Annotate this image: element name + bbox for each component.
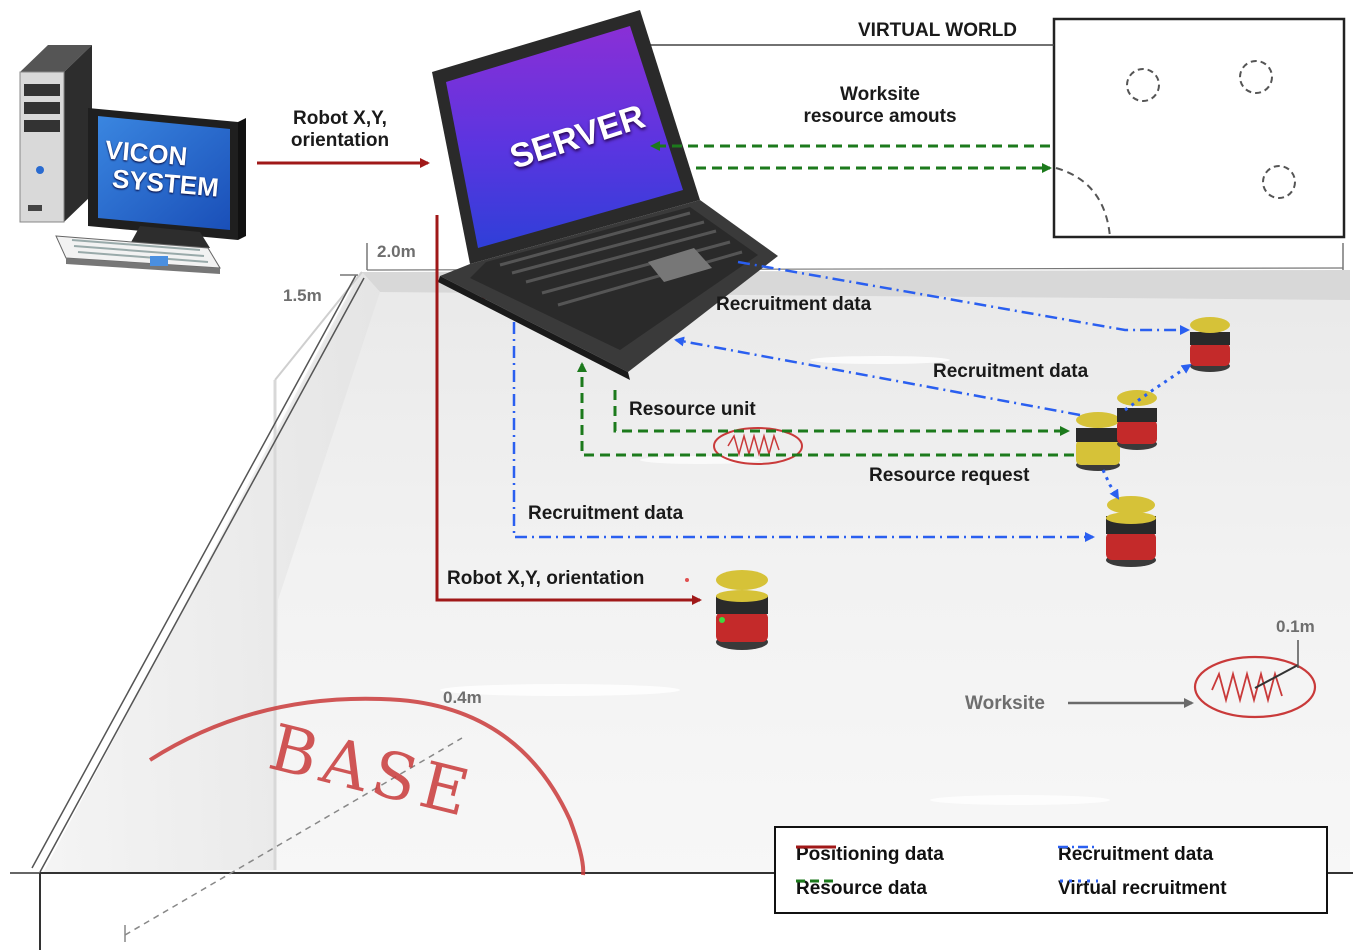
recruitment-arrow-to-robot-2 [512,322,1095,542]
vicon-computer [19,45,246,274]
worksite-amounts-label: Worksite resource amouts [770,84,990,128]
arena [10,243,1353,950]
worksite-amounts-label-line1: Worksite [840,84,920,105]
recruitment-arrow-to-robot-5 [737,260,1190,335]
width-dimension-label: 2.0m [377,242,416,261]
virtual-recruitment-arrow-down [1101,469,1120,500]
legend-swatch-positioning [796,845,836,849]
legend-item-resource: Resource data [796,878,927,900]
worksite-marker-small [713,427,803,465]
virtual-recruitment-arrow-up [1124,363,1192,412]
recruitment-arrow-to-server [674,336,1081,417]
legend-swatch-virtual-recruitment [1060,879,1098,883]
resource-request-label: Resource request [869,465,1030,486]
robot-4 [1117,390,1157,450]
depth-dimension-label: 1.5m [283,286,322,305]
legend-item-virtual-recruitment: Virtual recruitment [1058,878,1227,900]
resource-unit-arrow [613,390,1070,436]
robot-xy-label-bottom: Robot X,Y, orientation [447,568,645,589]
legend-label-virtual-recruitment: Virtual recruitment [1058,878,1227,899]
legend-item-recruitment: Recruitment data [1058,844,1213,866]
arena-floor [42,270,1350,875]
legend-label-resource: Resource data [796,878,927,899]
recruitment-data-label-3: Recruitment data [528,503,684,524]
server-laptop [432,10,778,380]
recruitment-data-label-1: Recruitment data [716,294,872,315]
arena-left-wall [42,272,380,875]
worksite-amounts-label-line2: resource amouts [803,105,957,127]
virtual-world-label: VIRTUAL WORLD [858,20,1018,41]
worksite-label: Worksite [965,693,1045,714]
legend-label-positioning: Positioning data [796,844,944,865]
legend: Positioning data Resource data Recruitme… [774,826,1328,914]
resource-unit-label: Resource unit [629,399,756,420]
robot-xy-label-top-line1: Robot X,Y, [293,108,387,129]
robot-3 [1076,412,1120,471]
robot-xy-label-top: Robot X,Y, orientation [270,108,410,152]
robot-2 [1106,496,1156,567]
robot-xy-label-top-line2: orientation [290,129,390,151]
virtual-world-panel [645,17,1346,239]
legend-swatch-recruitment [1058,845,1098,849]
worksite-marker-main [1193,640,1317,719]
legend-swatch-resource [796,879,836,883]
base-marker [124,696,586,942]
worksite-radius-label: 0.1m [1276,617,1315,636]
legend-label-recruitment: Recruitment data [1058,844,1214,865]
legend-item-positioning: Positioning data [796,844,944,866]
base-radius-label: 0.4m [443,688,482,707]
robot-5 [1190,317,1230,372]
robot-1 [716,570,768,650]
resource-request-arrow [577,362,1074,457]
recruitment-data-label-2: Recruitment data [933,361,1089,382]
positioning-arrow-server-robot [435,215,702,605]
